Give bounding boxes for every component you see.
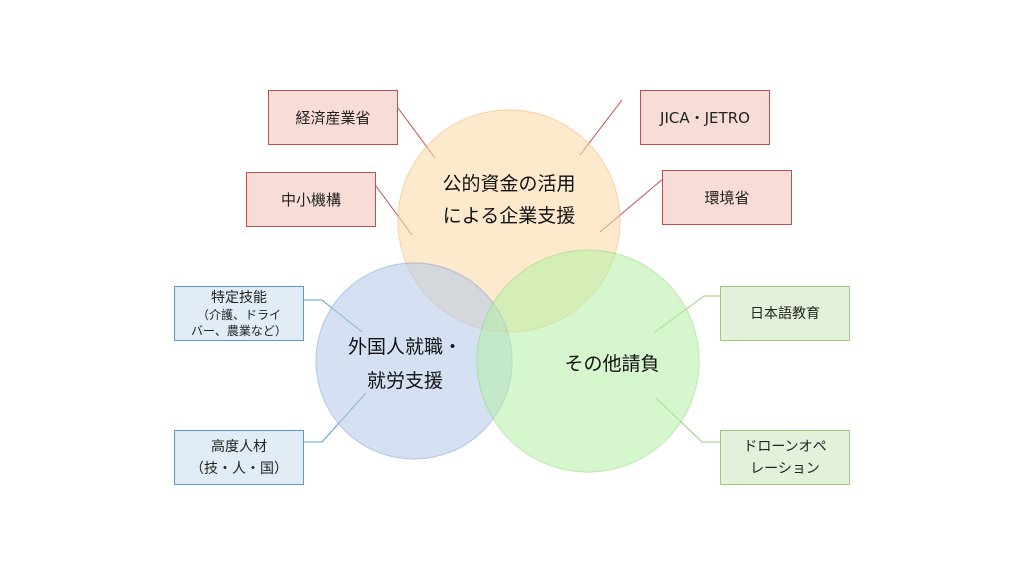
box-jica-jetro: JICA・JETRO xyxy=(640,90,770,145)
box-japanese-education: 日本語教育 xyxy=(720,286,850,341)
circle-public-funds-line2: による企業支援 xyxy=(443,205,575,227)
box-specified-skilled-worker: 特定技能 （介護、ドライ バー、農業など） xyxy=(174,286,304,341)
ssw-title: 特定技能 xyxy=(210,289,267,306)
drone-line1: ドローンオペ xyxy=(743,438,827,455)
ssw-sub1: （介護、ドライ xyxy=(196,307,281,322)
circle-public-funds-line1: 公的資金の活用 xyxy=(442,173,575,195)
circle-other-contracts-label: その他請負 xyxy=(564,353,659,375)
box-drone-operation: ドローンオペ レーション xyxy=(720,430,850,485)
circle-foreign-employment-line2: 就労支援 xyxy=(367,370,443,392)
box-highly-skilled: 高度人材 （技・人・国） xyxy=(174,430,304,485)
circle-other-contracts xyxy=(476,249,700,473)
hsp-line1: 高度人材 xyxy=(211,438,267,455)
box-smrj: 中小機構 xyxy=(246,172,376,227)
ssw-sub2: バー、農業など） xyxy=(191,323,287,338)
drone-line2: レーション xyxy=(750,460,820,477)
circle-foreign-employment-line1: 外国人就職・ xyxy=(348,336,462,358)
hsp-line2: （技・人・国） xyxy=(190,460,288,477)
box-env: 環境省 xyxy=(662,170,792,225)
box-meti: 経済産業省 xyxy=(268,90,398,145)
